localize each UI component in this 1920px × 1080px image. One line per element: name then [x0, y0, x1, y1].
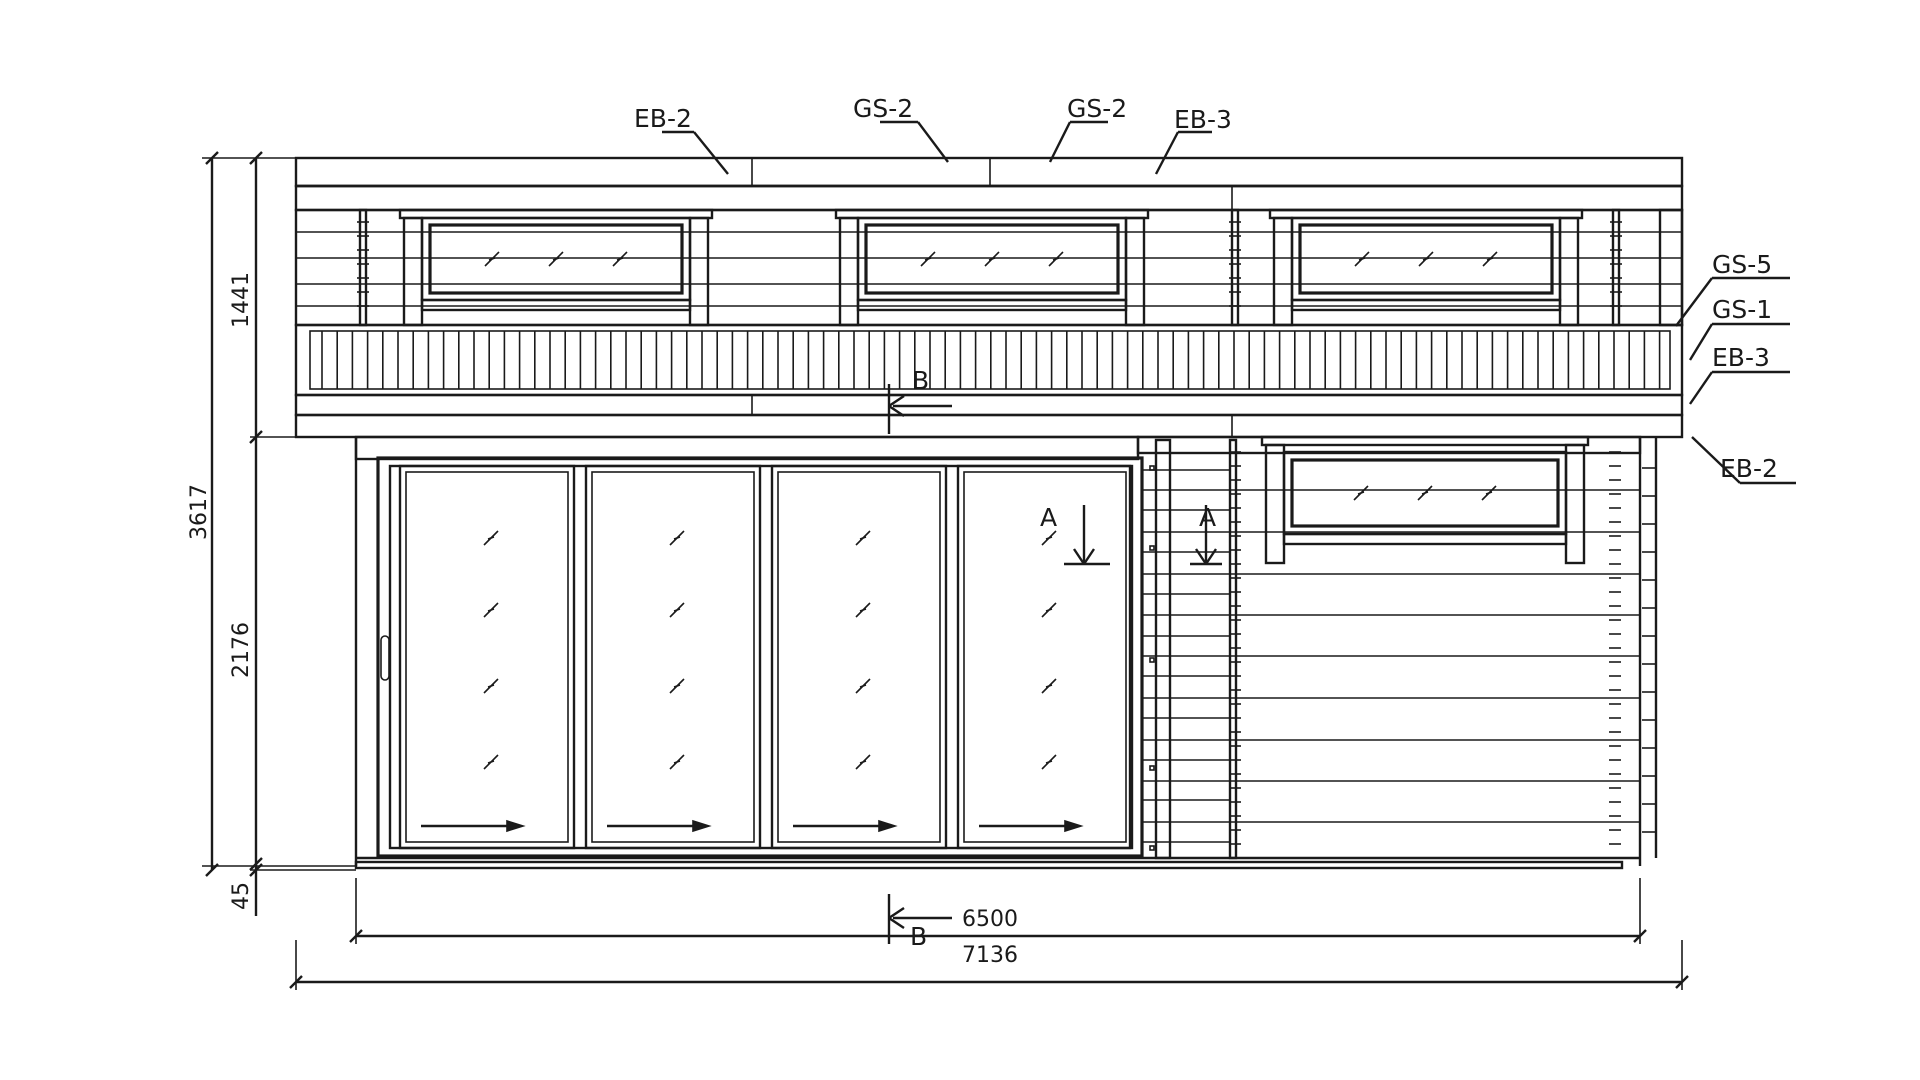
callout-leader	[1691, 436, 1741, 484]
door-panel-frame	[584, 464, 762, 850]
corner-post	[358, 208, 368, 327]
door-panel-frame	[398, 464, 576, 850]
window-side-trim	[688, 216, 710, 327]
arrow-head	[506, 819, 526, 833]
callout-leader	[1675, 277, 1713, 327]
section-b-lower: B	[910, 922, 927, 951]
window-side-trim	[1564, 443, 1586, 565]
sliding-door-panel-1	[398, 464, 576, 850]
sliding-door-panel-2	[584, 464, 762, 850]
door-jamb-post	[1154, 438, 1172, 860]
window-sill	[856, 298, 1128, 312]
window-glass	[1298, 223, 1554, 295]
callout-leader	[693, 131, 729, 175]
door-handle[interactable]	[380, 635, 390, 681]
dimension-tick	[349, 929, 363, 943]
corner-post	[1611, 208, 1621, 327]
dimension-tick	[249, 857, 263, 871]
end-post	[1658, 208, 1684, 327]
dimension-tick	[1675, 975, 1689, 989]
door-panel-frame	[770, 464, 948, 850]
door-panel-glass	[405, 471, 569, 843]
callout-leader	[1048, 121, 1072, 163]
window-side-trim	[1124, 216, 1146, 327]
callout-gs2-right: GS-2	[1067, 94, 1127, 123]
dim-inner-width: 6500	[962, 907, 1018, 932]
window-side-trim	[838, 216, 860, 327]
building-facade	[294, 156, 1684, 944]
arrow-head	[878, 819, 898, 833]
floor-beam	[294, 413, 1684, 439]
window-side-trim	[1264, 443, 1286, 565]
dim-total-height: 3617	[187, 484, 212, 540]
upper-window-3	[1268, 208, 1584, 327]
sliding-door-panel-4	[956, 464, 1134, 850]
callout-eb2-top: EB-2	[634, 104, 692, 133]
door-panel-frame	[956, 464, 1134, 850]
window-sill	[1282, 532, 1568, 546]
interior-post	[1228, 438, 1238, 860]
fascia-board	[294, 156, 1684, 188]
window-glass	[1290, 458, 1560, 528]
plinth	[354, 860, 1624, 870]
window-sill	[1290, 298, 1562, 312]
upper-window-2	[834, 208, 1150, 327]
dim-total-width: 7136	[962, 943, 1018, 968]
lower-window	[1260, 435, 1590, 565]
window-side-trim	[1558, 216, 1580, 327]
upper-beam	[294, 184, 1684, 212]
section-a-left: A	[1040, 503, 1057, 532]
dim-upper-height: 1441	[229, 272, 254, 328]
callout-gs1: GS-1	[1712, 295, 1772, 324]
callout-eb3-right: EB-3	[1712, 343, 1770, 372]
window-side-trim	[402, 216, 424, 327]
callout-gs5: GS-5	[1712, 250, 1772, 279]
upper-window-1	[398, 208, 714, 327]
door-panel-glass	[963, 471, 1127, 843]
dim-base-height: 45	[229, 882, 254, 910]
dimension-lines	[202, 151, 1689, 990]
lower-beam	[294, 393, 1684, 417]
arrow-head	[692, 819, 712, 833]
door-panel-glass	[777, 471, 941, 843]
dimension-tick	[289, 975, 303, 989]
window-sill	[420, 298, 692, 312]
window-glass	[864, 223, 1120, 295]
callout-gs2-left: GS-2	[853, 94, 913, 123]
callout-labels: EB-2 GS-2 GS-2 EB-3 GS-5 GS-1 EB-3 EB-2 …	[187, 94, 1796, 968]
door-panel-glass	[591, 471, 755, 843]
callout-leader	[1154, 131, 1180, 175]
callout-eb3-top: EB-3	[1174, 105, 1232, 134]
sliding-door-frame	[376, 456, 1144, 858]
callout-leader	[1689, 371, 1713, 405]
section-a-right: A	[1199, 503, 1216, 532]
window-side-trim	[1272, 216, 1294, 327]
callout-eb2-right: EB-2	[1720, 454, 1778, 483]
section-b-upper: B	[912, 366, 929, 395]
dim-lower-height: 2176	[229, 622, 254, 678]
callout-leader	[1688, 323, 1714, 361]
callout-leader	[917, 121, 949, 163]
upper-wall	[294, 208, 1684, 327]
corner-post	[1230, 208, 1240, 327]
window-head-trim	[1260, 435, 1590, 447]
window-glass	[428, 223, 684, 295]
sliding-door-panel-3	[770, 464, 948, 850]
arrow-head	[1064, 819, 1084, 833]
dimension-tick	[1633, 929, 1647, 943]
